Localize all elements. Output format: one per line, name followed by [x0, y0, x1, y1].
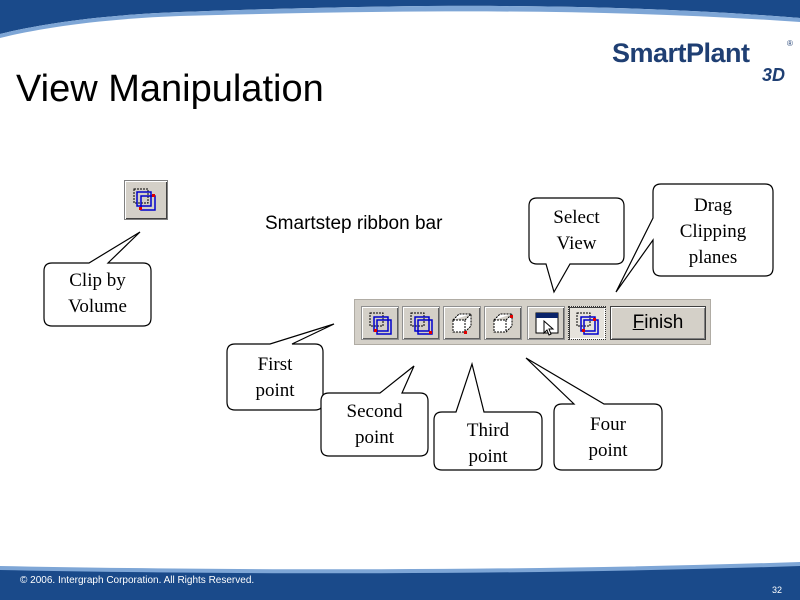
first-point-line2: point	[255, 380, 295, 401]
select-view-button[interactable]	[527, 306, 565, 340]
four-point-text: Four point	[554, 412, 662, 464]
fourth-point-button[interactable]	[484, 306, 522, 340]
drag-clipping-text: Drag Clipping planes	[653, 193, 773, 271]
second-point-button[interactable]	[402, 306, 440, 340]
finish-accelerator: F	[632, 312, 645, 333]
callout-four-point	[525, 357, 663, 471]
clip-by-volume-line1: Clip by	[69, 270, 126, 291]
logo-3d-text: 3D	[762, 65, 786, 85]
second-point-text: Second point	[321, 399, 428, 451]
copyright-footer: © 2006. Intergraph Corporation. All Righ…	[20, 575, 255, 586]
bottom-band-decoration	[0, 562, 800, 600]
ribbon-label: Smartstep ribbon bar	[265, 213, 443, 234]
clip-by-volume-text: Clip by Volume	[44, 268, 151, 320]
third-point-line2: point	[468, 446, 508, 467]
second-point-icon	[410, 312, 433, 335]
top-wave-decoration	[0, 0, 800, 39]
first-point-line1: First	[257, 354, 293, 375]
clip-by-volume-line2: Volume	[68, 296, 127, 317]
second-point-line2: point	[354, 427, 395, 448]
first-point-text: First point	[227, 352, 323, 404]
clip-by-volume-button[interactable]	[124, 180, 168, 220]
third-point-button[interactable]	[443, 306, 481, 340]
select-view-line1: Select	[553, 207, 600, 228]
four-point-line2: point	[588, 440, 628, 461]
first-point-icon	[369, 312, 392, 335]
page-number: 32	[772, 585, 783, 595]
third-point-line1: Third	[466, 420, 510, 441]
callout-drag-clipping	[615, 183, 774, 293]
smartplant-logo: SmartPlant ® 3D	[612, 38, 794, 88]
smartstep-ribbon-bar: Finish	[354, 299, 711, 345]
third-point-icon	[452, 313, 472, 334]
callout-first-point	[226, 323, 335, 411]
page-title: View Manipulation	[16, 68, 324, 110]
callout-clip-by-volume	[43, 231, 152, 327]
select-view-line2: View	[556, 233, 597, 254]
drag-clipping-line1: Drag	[694, 195, 732, 216]
third-point-text: Third point	[434, 418, 542, 470]
drag-clipping-line3: planes	[688, 247, 738, 268]
finish-label-rest: inish	[644, 312, 684, 333]
logo-registered-mark: ®	[787, 39, 793, 48]
callout-second-point	[320, 365, 429, 457]
logo-main-text: SmartPlant	[612, 38, 750, 68]
drag-clipping-planes-button[interactable]	[568, 306, 606, 340]
finish-button[interactable]: Finish	[610, 306, 706, 340]
callout-select-view	[528, 197, 625, 294]
four-point-line1: Four	[590, 414, 626, 435]
callout-third-point	[433, 361, 543, 471]
second-point-line1: Second	[346, 401, 403, 422]
drag-clipping-planes-icon	[576, 312, 599, 335]
fourth-point-icon	[493, 313, 513, 333]
select-view-text: Select View	[529, 205, 624, 257]
select-view-icon	[535, 312, 559, 336]
clip-volume-icon	[133, 188, 156, 211]
drag-clipping-line2: Clipping	[679, 221, 747, 242]
first-point-button[interactable]	[361, 306, 399, 340]
